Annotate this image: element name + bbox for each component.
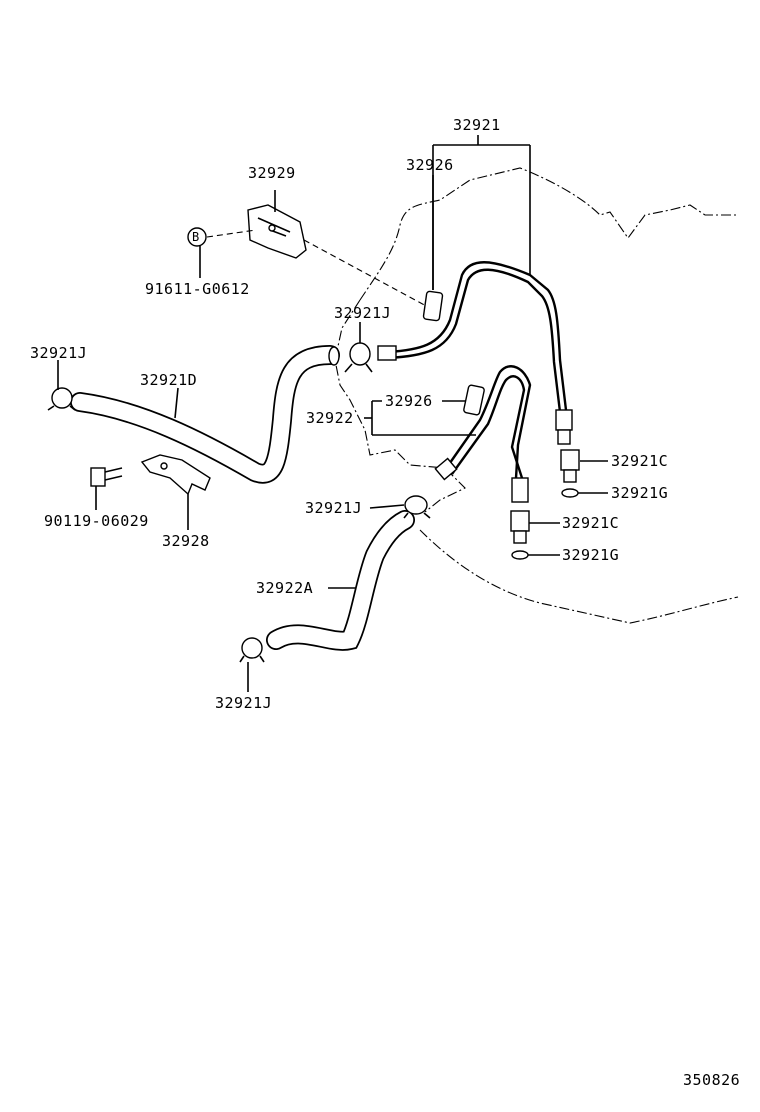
- callout-32921J-bottom: 32921J: [215, 694, 273, 712]
- callout-32929: 32929: [248, 164, 296, 182]
- callout-32921C-a: 32921C: [611, 452, 669, 470]
- bolt-90119: [90, 467, 123, 487]
- callout-32922A: 32922A: [256, 579, 314, 597]
- clamp-32921J-upper: [344, 342, 373, 373]
- figure-id: 350826: [683, 1071, 741, 1089]
- bracket-32929: [247, 204, 307, 259]
- callout-32922: 32922: [306, 409, 354, 427]
- callout-32926-top: 32926: [406, 156, 454, 174]
- b-marker-circle: [187, 227, 207, 247]
- clamp-32921J-bottom: [239, 637, 265, 663]
- callout-91611-G0612: 91611-G0612: [145, 280, 250, 298]
- engine-outline-left: [334, 299, 466, 513]
- callout-32921J-mid: 32921J: [305, 499, 363, 517]
- connector-32921C-a: [560, 449, 580, 483]
- engine-outline-upper: [359, 167, 738, 301]
- gasket-32921G-b: [511, 550, 529, 560]
- connector-32921C-b: [510, 510, 530, 544]
- engine-outline-lower: [419, 529, 739, 624]
- pipe-32921: [377, 261, 573, 445]
- b-dashed-leader: [206, 229, 257, 238]
- pipe-32922: [434, 365, 532, 503]
- b-marker-label: B: [192, 230, 200, 244]
- callout-90119-06029: 90119-06029: [44, 512, 149, 530]
- callout-32921: 32921: [453, 116, 501, 134]
- gasket-32921G-a: [561, 488, 579, 498]
- filter-32926-mid: [463, 384, 485, 416]
- clamp-32921J-mid: [403, 495, 431, 519]
- clamp-32921J-left: [47, 387, 76, 411]
- callout-leaders: [57, 135, 608, 692]
- clip-32928: [140, 454, 211, 496]
- bracket-dashed-leader: [303, 239, 431, 309]
- filter-32926-top: [422, 290, 444, 322]
- callout-32921J-left: 32921J: [30, 344, 88, 362]
- callout-32921J-upper: 32921J: [334, 304, 392, 322]
- callout-32921G-a: 32921G: [611, 484, 669, 502]
- callout-32926-mid: 32926: [385, 392, 433, 410]
- callout-32921C-b: 32921C: [562, 514, 620, 532]
- callout-32921G-b: 32921G: [562, 546, 620, 564]
- callout-32928: 32928: [162, 532, 210, 550]
- callout-32921D: 32921D: [140, 371, 198, 389]
